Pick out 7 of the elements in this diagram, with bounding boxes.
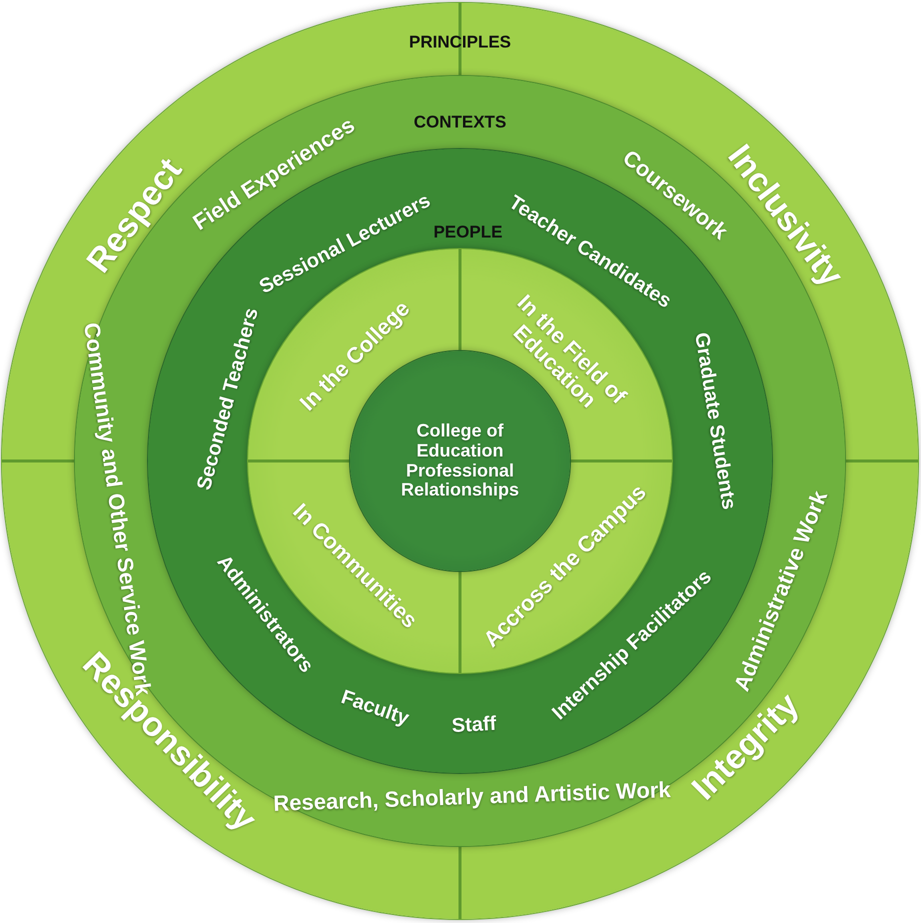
ring-label: Staff [451,712,497,737]
ring-heading: PRINCIPLES [408,34,512,52]
center-title: College of Education Professional Relationships [400,421,520,501]
ring-heading: CONTEXTS [414,114,506,132]
ring-label: Research, Scholarly and Artistic Work [272,778,671,816]
ring-label: Graduate Students [690,330,740,511]
ring-heading: PEOPLE [433,224,502,242]
